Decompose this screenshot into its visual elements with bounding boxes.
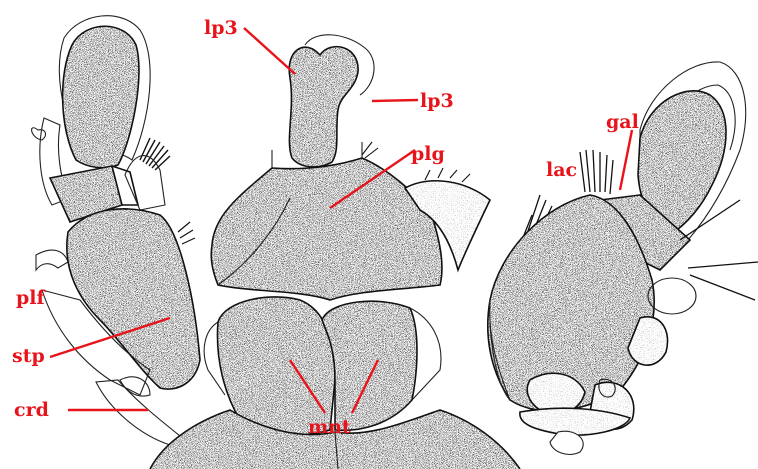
label-plg: plg bbox=[411, 143, 445, 165]
leader-lp3-right bbox=[372, 100, 418, 101]
label-lac: lac bbox=[546, 159, 577, 181]
leader-lp3-top bbox=[244, 28, 295, 74]
left-lacinia-bristles bbox=[140, 138, 170, 170]
labium bbox=[150, 35, 520, 469]
label-gal: gal bbox=[606, 111, 639, 133]
label-lp3-right: lp3 bbox=[420, 90, 454, 112]
leader-gal bbox=[620, 130, 632, 190]
label-mnt: mnt bbox=[308, 416, 351, 438]
label-lp3-top: lp3 bbox=[204, 17, 238, 39]
left-knob bbox=[32, 128, 46, 140]
left-maxilla bbox=[32, 16, 200, 445]
label-crd: crd bbox=[14, 399, 49, 421]
label-plf: plf bbox=[16, 287, 47, 309]
label-stp: stp bbox=[12, 345, 45, 367]
right-lacinia-bristles bbox=[580, 150, 613, 194]
